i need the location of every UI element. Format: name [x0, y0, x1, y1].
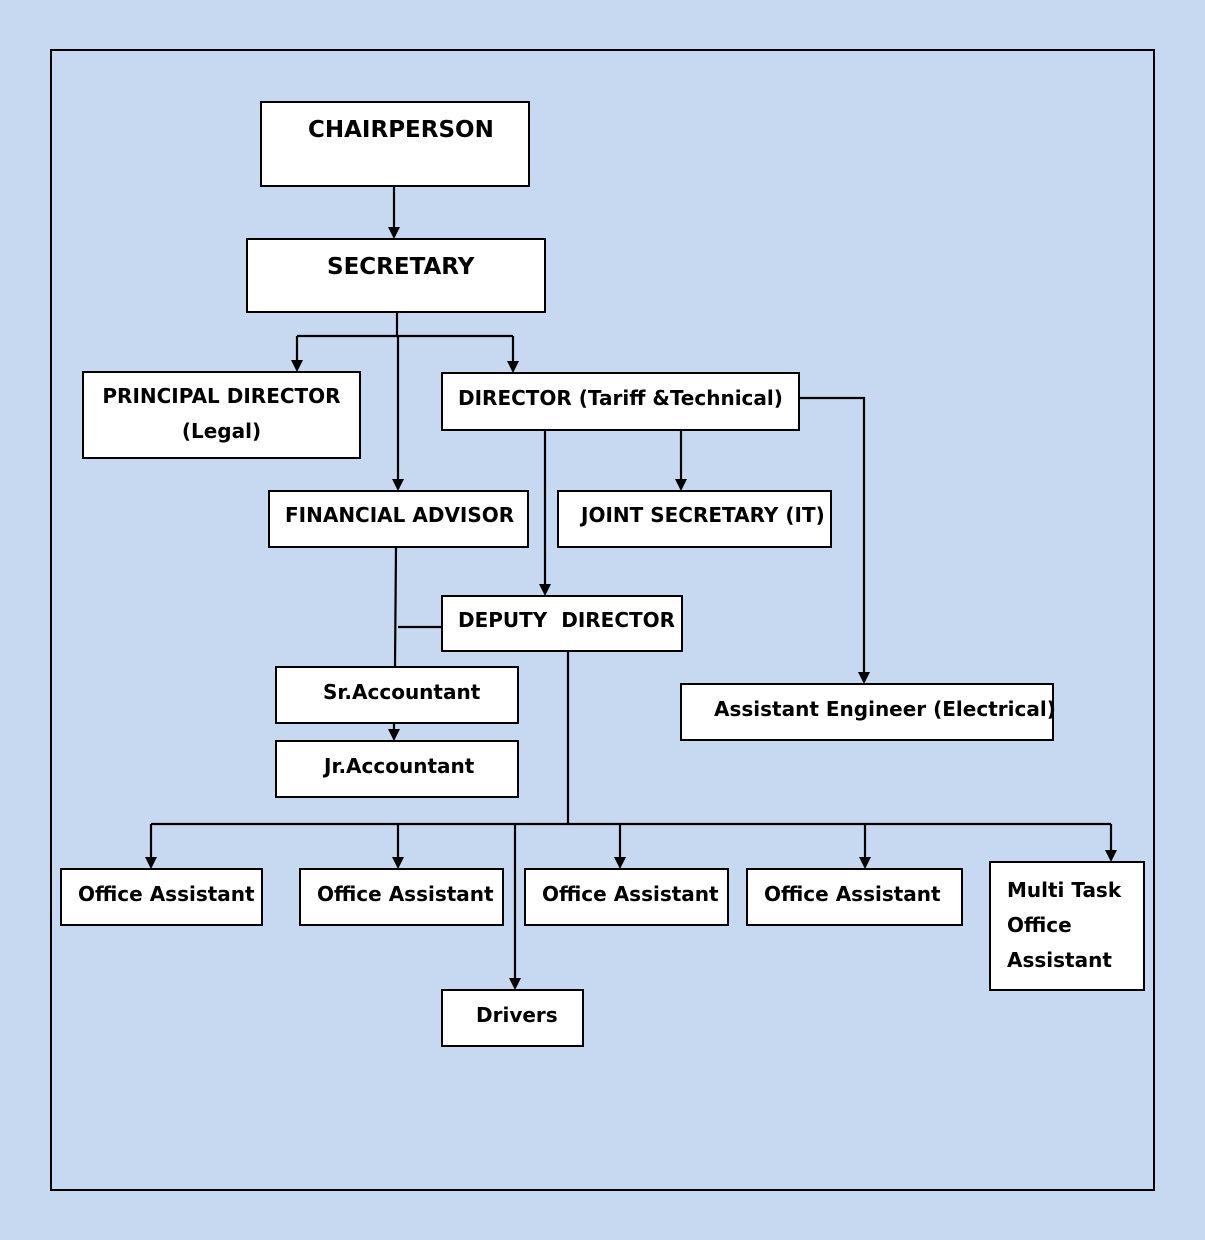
node-financial-advisor: FINANCIAL ADVISOR: [268, 490, 529, 548]
node-office-assistant: Office Assistant: [60, 868, 263, 926]
node-multi-task-line2: Office: [1007, 913, 1072, 937]
node-office-assistant-label: Office Assistant: [764, 882, 941, 906]
diagram-frame: [50, 49, 1155, 1191]
node-drivers-label: Drivers: [476, 1003, 558, 1027]
node-multi-task-line1: Multi Task: [1007, 878, 1122, 902]
node-assistant-engineer-label: Assistant Engineer (Electrical): [714, 697, 1056, 721]
node-sr-accountant-label: Sr.Accountant: [323, 680, 481, 704]
node-secretary: SECRETARY: [246, 238, 546, 313]
connector-financial-to-sr: [393, 546, 398, 667]
node-secretary-label: SECRETARY: [327, 254, 475, 280]
node-assistant-engineer: Assistant Engineer (Electrical): [680, 683, 1056, 741]
node-sr-accountant: Sr.Accountant: [275, 666, 519, 724]
node-multi-task-assistant: Multi Task Office Assistant: [989, 861, 1145, 991]
node-principal-director-line2: (Legal): [181, 419, 262, 443]
node-office-assistant: Office Assistant: [299, 868, 504, 926]
node-chairperson-label: CHAIRPERSON: [308, 117, 494, 143]
node-jr-accountant-label: Jr.Accountant: [324, 754, 475, 778]
node-joint-secretary: JOINT SECRETARY (IT): [557, 490, 832, 548]
node-office-assistant-label: Office Assistant: [78, 882, 255, 906]
node-principal-director-line1: PRINCIPAL DIRECTOR: [102, 384, 341, 408]
node-joint-secretary-label: JOINT SECRETARY (IT): [581, 503, 825, 527]
node-chairperson: CHAIRPERSON: [260, 101, 530, 187]
node-drivers: Drivers: [441, 989, 584, 1047]
node-multi-task-line3: Assistant: [1007, 948, 1112, 972]
node-office-assistant-label: Office Assistant: [317, 882, 494, 906]
node-director: DIRECTOR (Tariff &Technical): [441, 372, 800, 431]
node-deputy-director: DEPUTY DIRECTOR: [441, 595, 683, 652]
node-director-label: DIRECTOR (Tariff &Technical): [458, 386, 783, 410]
node-office-assistant: Office Assistant: [524, 868, 729, 926]
node-deputy-director-label: DEPUTY DIRECTOR: [458, 608, 676, 632]
node-office-assistant-label: Office Assistant: [542, 882, 719, 906]
node-office-assistant: Office Assistant: [746, 868, 963, 926]
node-financial-advisor-label: FINANCIAL ADVISOR: [285, 503, 515, 527]
connector-director-to-engineer: [799, 396, 870, 684]
node-jr-accountant: Jr.Accountant: [275, 740, 519, 798]
node-principal-director: PRINCIPAL DIRECTOR (Legal): [82, 371, 361, 459]
